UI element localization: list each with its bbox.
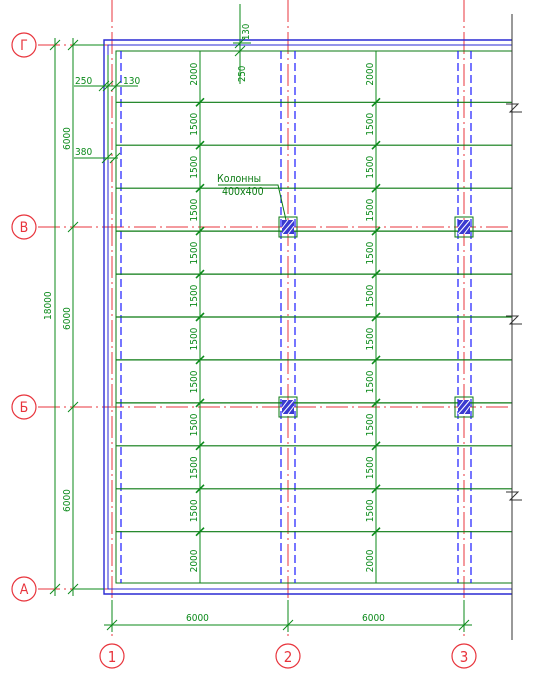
spacing-tick — [195, 484, 205, 494]
spacing-tick — [195, 398, 205, 408]
spacing-label: 1500 — [365, 370, 376, 393]
axis-bubbles-rows: Г В Б А — [11, 32, 37, 602]
spacing-tick — [195, 312, 205, 322]
dim-wall-thickness: 250 130 380 — [74, 55, 140, 164]
dim-wall-380: 380 — [75, 147, 92, 158]
spacing-label: 1500 — [365, 156, 376, 179]
axis-label-g: Г — [20, 38, 28, 54]
spacing-tick — [371, 527, 381, 537]
axis-label-2: 2 — [284, 648, 293, 666]
spacing-label: 1500 — [189, 156, 200, 179]
spacing-chain-bay-2: 2000 1500 1500 1500 1500 1500 1500 1500 1500 1500… — [365, 51, 381, 583]
spacing-label: 1500 — [365, 284, 376, 307]
dim-inner-1: 6000 — [62, 127, 73, 150]
callout-line2: 400x400 — [222, 186, 264, 198]
spacing-label: 2000 — [365, 549, 376, 572]
spacing-label: 1500 — [365, 499, 376, 522]
dim-inner-3: 6000 — [62, 489, 73, 512]
spacing-label: 1500 — [189, 241, 200, 264]
spacing-tick — [371, 398, 381, 408]
axis-bubble-1: 1 — [99, 643, 125, 669]
spacing-label: 1500 — [189, 327, 200, 350]
column-callout: Колонны 400x400 — [217, 173, 287, 221]
axis-bubble-3: 3 — [451, 643, 477, 669]
break-lines — [506, 14, 522, 640]
column-b3 — [454, 396, 474, 418]
axis-label-v: В — [20, 220, 29, 236]
spacing-tick — [371, 484, 381, 494]
beams — [116, 101, 512, 533]
dim-left-outer: 18000 — [43, 38, 61, 596]
axis-bubble-v: В — [11, 214, 37, 240]
spacing-tick — [195, 97, 205, 107]
spacing-label: 1500 — [189, 113, 200, 136]
column-v2 — [278, 216, 298, 238]
spacing-label: 1500 — [365, 413, 376, 436]
spacing-tick — [371, 269, 381, 279]
spacing-tick — [371, 312, 381, 322]
spacing-label: 1500 — [189, 499, 200, 522]
column-v3 — [454, 216, 474, 238]
spacing-tick — [371, 183, 381, 193]
axis-label-1: 1 — [108, 648, 117, 666]
spacing-tick — [371, 140, 381, 150]
spacing-tick — [371, 226, 381, 236]
dim-left-inner: 6000 6000 6000 — [62, 38, 104, 596]
spacing-label: 1500 — [189, 370, 200, 393]
dim-inner-2: 6000 — [62, 307, 73, 330]
axis-bubble-a: А — [11, 576, 37, 602]
dim-axis2-130: 130 — [241, 24, 252, 40]
spacing-tick — [195, 355, 205, 365]
dim-axis2-250: 250 — [237, 66, 248, 82]
spacing-label: 1500 — [189, 284, 200, 307]
spacing-label: 1500 — [189, 198, 200, 221]
spacing-tick — [371, 355, 381, 365]
dim-wall-130: 130 — [123, 76, 140, 87]
spacing-tick — [195, 183, 205, 193]
axis-bubble-g: Г — [11, 32, 37, 58]
axis-label-a: А — [20, 582, 29, 598]
spacing-label: 1500 — [365, 241, 376, 264]
spacing-tick — [371, 441, 381, 451]
spacing-tick — [195, 140, 205, 150]
spacing-tick — [195, 527, 205, 537]
spacing-label: 2000 — [189, 62, 200, 85]
spacing-label: 1500 — [365, 327, 376, 350]
dim-wall-250: 250 — [75, 76, 92, 87]
spacing-label: 1500 — [365, 198, 376, 221]
dim-axis2-top: 130 250 — [233, 4, 252, 84]
spacing-tick — [195, 226, 205, 236]
axis-lines — [38, 0, 512, 640]
column-b2 — [278, 396, 298, 418]
spacing-label: 1500 — [365, 456, 376, 479]
columns — [278, 216, 474, 418]
wall-outline — [103, 39, 512, 595]
spacing-tick — [195, 269, 205, 279]
spacing-tick — [371, 97, 381, 107]
spacing-tick — [195, 441, 205, 451]
spacing-label: 1500 — [189, 456, 200, 479]
axis-label-b: Б — [20, 400, 29, 416]
spacing-label: 1500 — [365, 113, 376, 136]
callout-line1: Колонны — [217, 173, 261, 185]
axis-bubbles-cols: 1 2 3 — [99, 643, 477, 669]
dim-bottom-2: 6000 — [362, 613, 385, 624]
spacing-label: 2000 — [189, 549, 200, 572]
spacing-label: 1500 — [189, 413, 200, 436]
dim-total-label: 18000 — [43, 291, 54, 320]
spacing-chain-bay-1: 2000 1500 1500 1500 1500 1500 1500 1500 1500 1500… — [189, 51, 205, 583]
spacing-label: 2000 — [365, 62, 376, 85]
dim-bottom-1: 6000 — [186, 613, 209, 624]
axis-bubble-2: 2 — [275, 643, 301, 669]
axis-bubble-b: Б — [11, 394, 37, 420]
dim-bottom: 6000 6000 — [104, 600, 472, 632]
axis-label-3: 3 — [460, 648, 469, 666]
